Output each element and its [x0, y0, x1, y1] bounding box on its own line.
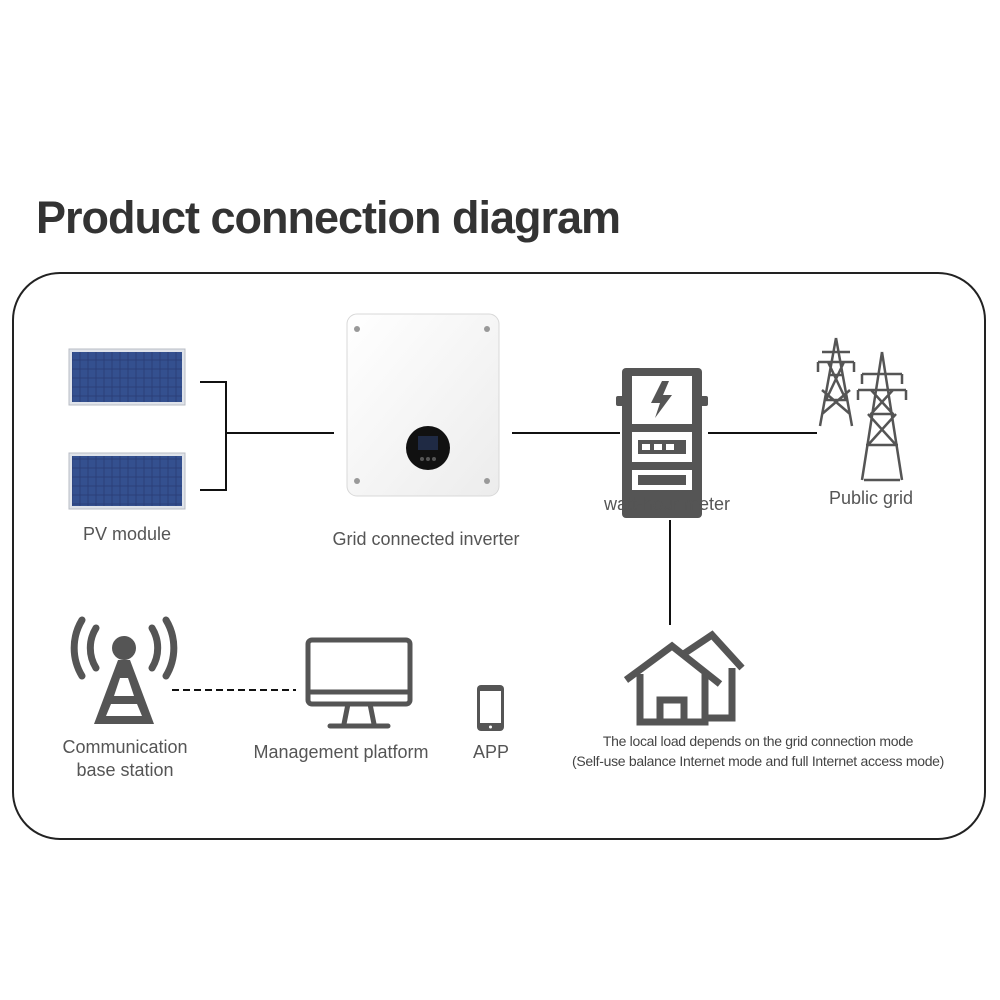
connection-lines	[172, 381, 817, 691]
monitor-icon	[305, 637, 413, 729]
base-station-label-line1: Communication	[62, 737, 188, 757]
meter-icon	[616, 368, 708, 518]
house-icon	[623, 630, 745, 726]
pv-module-bottom-icon	[68, 452, 186, 510]
app-label: APP	[472, 742, 510, 762]
local-load-label-line1: The local load depends on the grid conne…	[602, 733, 914, 749]
pv-module-top-icon	[68, 348, 186, 406]
pv-module-label: PV module	[82, 524, 172, 544]
meter-label: watt-hour meter	[603, 494, 731, 514]
grid-label: Public grid	[828, 488, 914, 508]
local-load-label-line2: (Self-use balance Internet mode and full…	[571, 753, 945, 769]
diagram-title: Product connection diagram	[36, 192, 621, 243]
inverter-icon	[346, 313, 500, 497]
inverter-label: Grid connected inverter	[332, 529, 520, 549]
phone-icon	[477, 685, 504, 731]
diagram-frame	[12, 272, 986, 840]
pv-to-inverter-line	[200, 381, 334, 491]
power-tower-icon	[816, 337, 908, 482]
base-station-icon	[70, 616, 178, 724]
management-platform-label: Management platform	[253, 742, 429, 762]
base-station-label-line2: base station	[76, 760, 174, 780]
